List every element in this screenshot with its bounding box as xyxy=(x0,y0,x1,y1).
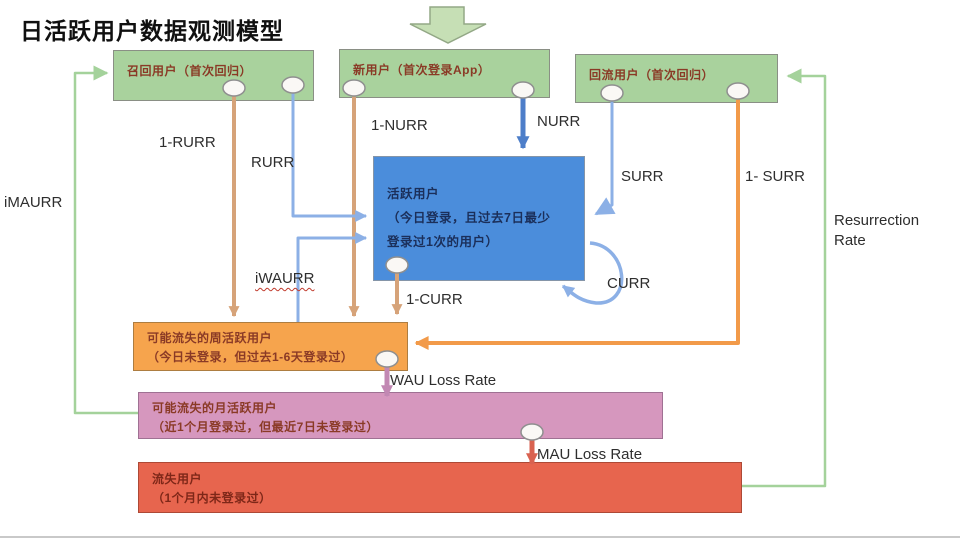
label-iwaurr: iWAURR xyxy=(255,270,315,287)
page-title: 日活跃用户数据观测模型 xyxy=(20,18,284,44)
label-curr: CURR xyxy=(607,275,651,292)
label-imaurr: iMAURR xyxy=(4,194,63,211)
bottom-divider xyxy=(0,536,960,538)
label-resurrection-rate-line1: Resurrection xyxy=(834,212,920,229)
label-surr: SURR xyxy=(621,168,664,185)
label-resurrection-rate: Resurrection Rate xyxy=(834,211,919,251)
box-active-users-line3: 登录过1次的用户） xyxy=(387,235,499,249)
label-resurrection-rate-line2: Rate xyxy=(834,232,866,249)
box-returning-users-label: 回流用户（首次回归） xyxy=(589,68,715,82)
box-wau-at-risk-line1: 可能流失的周活跃用户 xyxy=(147,331,273,345)
box-wau-at-risk: 可能流失的周活跃用户 （今日未登录，但过去1-6天登录过） xyxy=(133,322,408,371)
label-1-rurr: 1-RURR xyxy=(159,134,216,151)
box-active-users-line1: 活跃用户 xyxy=(387,187,440,201)
arrow-rurr xyxy=(291,92,368,222)
box-wau-at-risk-line2: （今日未登录，但过去1-6天登录过） xyxy=(147,350,354,364)
box-new-users: 新用户（首次登录App） xyxy=(339,49,550,98)
label-nurr: NURR xyxy=(537,113,581,130)
arrow-imaurr xyxy=(73,65,138,415)
arrow-resurrection-rate xyxy=(742,68,827,488)
label-mau-loss-rate: MAU Loss Rate xyxy=(537,446,643,463)
label-1-curr: 1-CURR xyxy=(406,291,463,308)
label-rurr: RURR xyxy=(251,154,295,171)
box-returning-users: 回流用户（首次回归） xyxy=(575,54,778,103)
arrow-surr xyxy=(594,100,616,216)
box-mau-at-risk-line2: （近1个月登录过，但最近7日未登录过） xyxy=(152,420,379,434)
box-new-users-label: 新用户（首次登录App） xyxy=(353,63,491,77)
box-churned-users-line1: 流失用户 xyxy=(152,472,203,486)
box-mau-at-risk: 可能流失的月活跃用户 （近1个月登录过，但最近7日未登录过） xyxy=(138,392,663,439)
label-wau-loss-rate: WAU Loss Rate xyxy=(390,372,497,389)
box-mau-at-risk-line1: 可能流失的月活跃用户 xyxy=(152,401,278,415)
box-churned-users: 流失用户 （1个月内未登录过） xyxy=(138,462,742,513)
box-active-users-line2: （今日登录，且过去7日最少 xyxy=(387,211,551,225)
box-churned-users-line2: （1个月内未登录过） xyxy=(152,491,272,505)
box-recalled-users: 召回用户（首次回归） xyxy=(113,50,314,101)
box-recalled-users-label: 召回用户（首次回归） xyxy=(127,64,253,78)
label-1-surr: 1- SURR xyxy=(745,168,806,185)
entry-arrow-icon xyxy=(409,6,487,44)
label-1-nurr: 1-NURR xyxy=(371,117,428,134)
box-active-users: 活跃用户 （今日登录，且过去7日最少 登录过1次的用户） xyxy=(373,156,585,281)
